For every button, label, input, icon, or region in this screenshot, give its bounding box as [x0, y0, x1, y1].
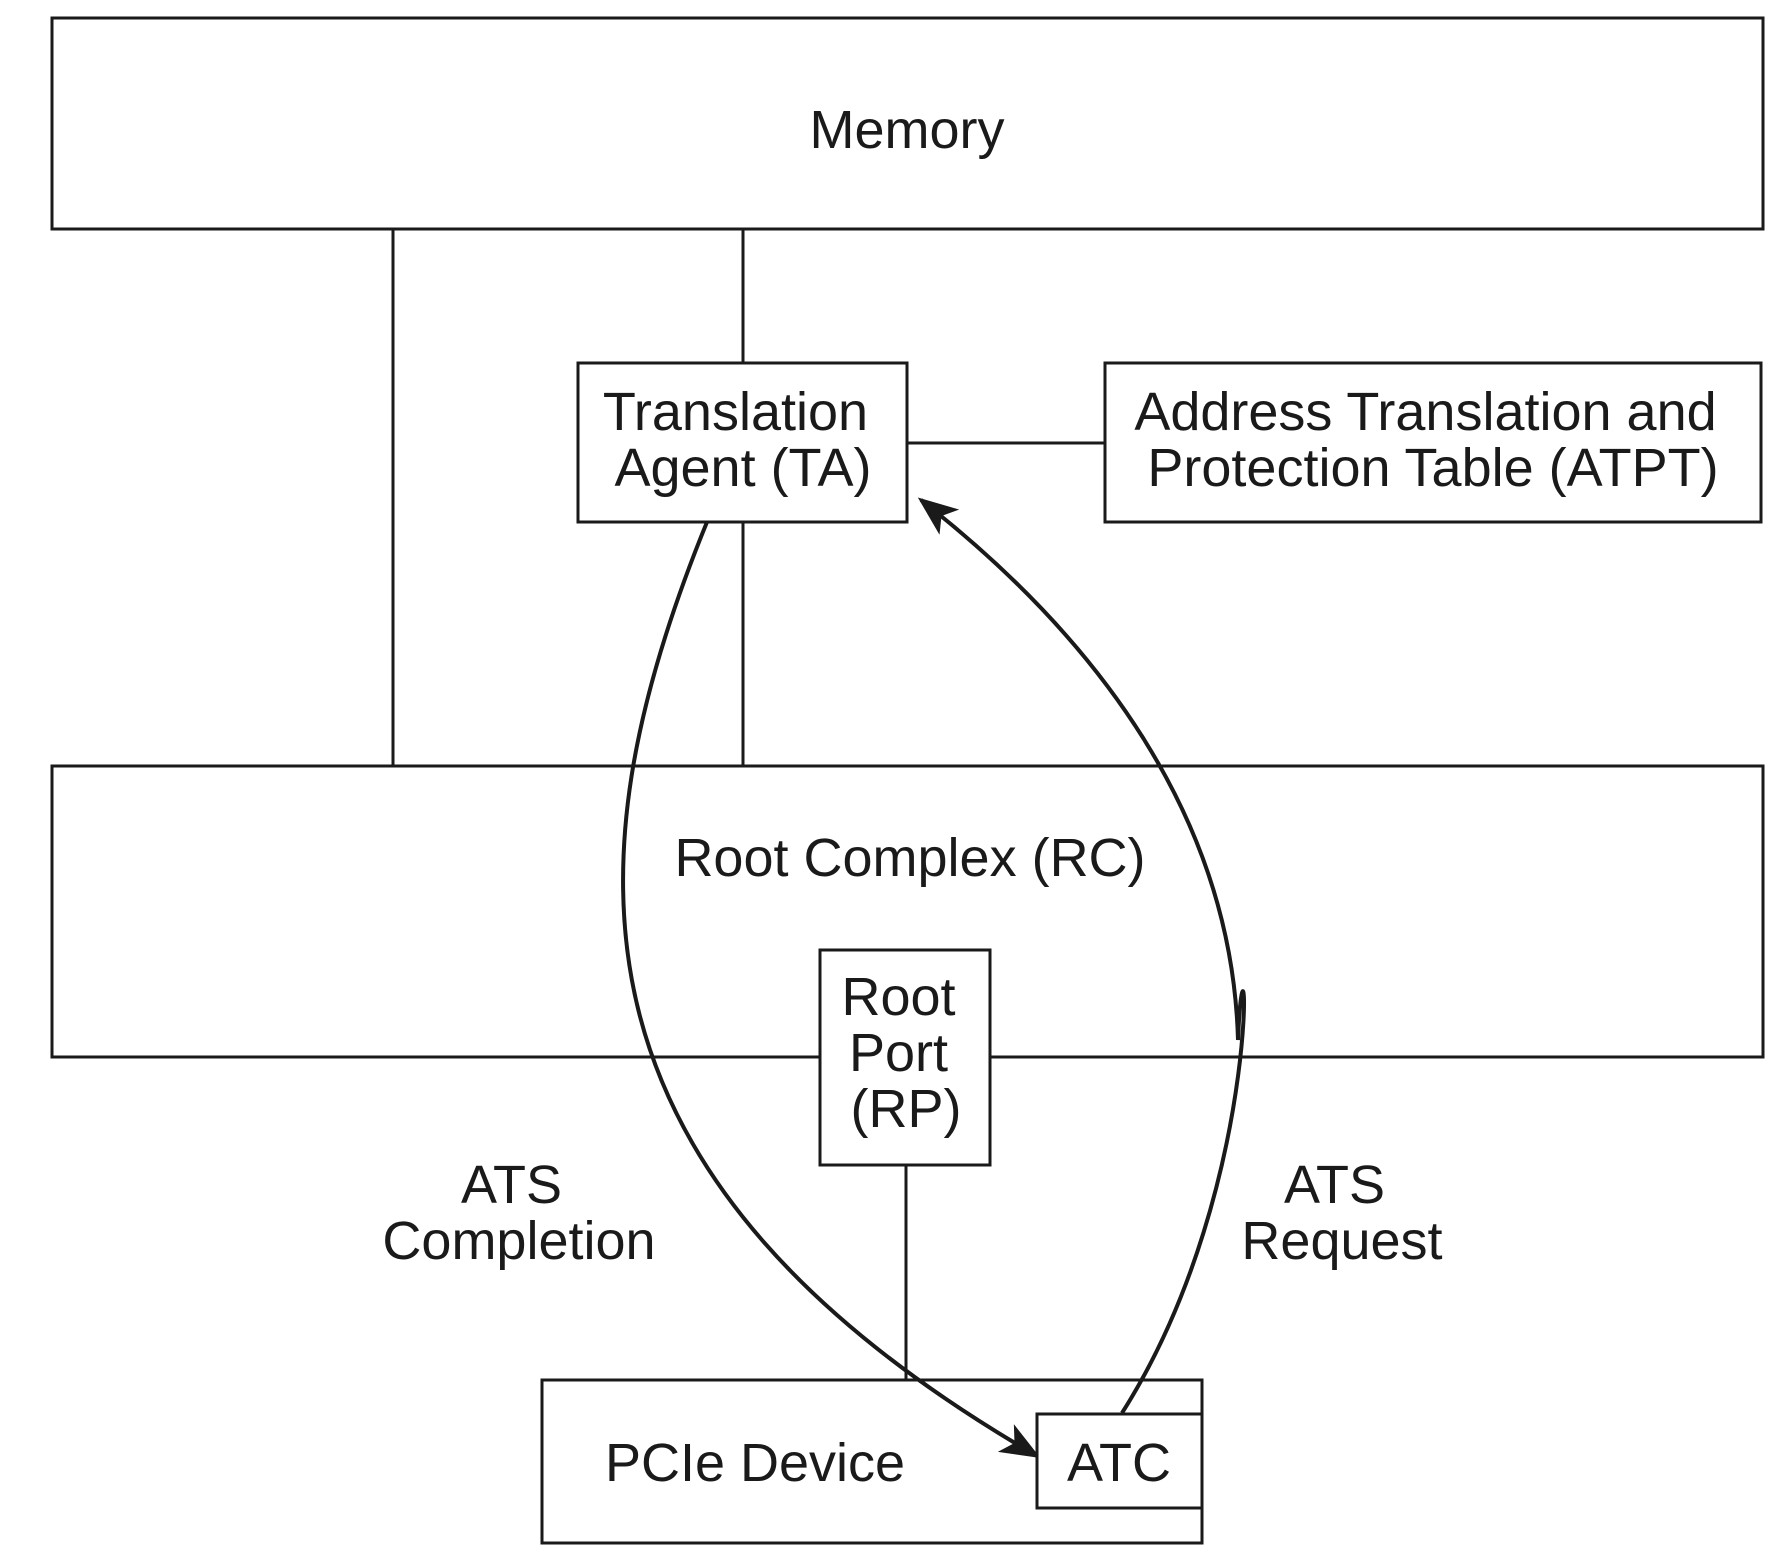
atc-box: ATC — [1035, 1412, 1204, 1510]
ats-completion-arrow — [621, 521, 1041, 1459]
ats-completion-label-line1: ATS — [461, 1155, 562, 1215]
svg-text:ATS Request: ATS Request — [1241, 1155, 1442, 1271]
pcie-device-label: PCIe Device — [605, 1433, 905, 1493]
atpt-label-line2: Protection Table (ATPT) — [1147, 438, 1718, 498]
atc-label: ATC — [1067, 1433, 1171, 1493]
root-port-label-line2: Port — [849, 1023, 948, 1083]
ats-request-arrow — [917, 497, 1246, 1415]
root-complex-label: Root Complex (RC) — [674, 828, 1145, 888]
root-port-box: Root Port (RP) — [818, 948, 992, 1167]
translation-agent-label-line1: Translation — [603, 382, 868, 442]
atpt-box: Address Translation and Protection Table… — [1103, 361, 1763, 524]
memory-box: Memory — [50, 16, 1765, 231]
translation-agent-box: Translation Agent (TA) — [576, 361, 909, 524]
svg-text:Root Port (RP): Root Port (RP) — [841, 967, 970, 1139]
atpt-label-line1: Address Translation and — [1134, 382, 1716, 442]
root-port-label-line3: (RP) — [851, 1079, 962, 1139]
root-port-label-line1: Root — [841, 967, 955, 1027]
ats-request-label-line1: ATS — [1284, 1155, 1385, 1215]
svg-text:ATS Completion: ATS Completion — [382, 1155, 655, 1271]
svg-text:Address Translation and: Address Translation and Protection Table… — [1134, 382, 1731, 498]
svg-text:Translation Agent (TA): Translation Agent (TA) — [603, 382, 883, 498]
pcie-device-box: PCIe Device — [540, 1378, 1204, 1545]
ats-completion-label-line2: Completion — [382, 1211, 655, 1271]
memory-label: Memory — [809, 100, 1004, 160]
translation-agent-label-line2: Agent (TA) — [614, 438, 871, 498]
ats-request-label-line2: Request — [1241, 1211, 1442, 1271]
